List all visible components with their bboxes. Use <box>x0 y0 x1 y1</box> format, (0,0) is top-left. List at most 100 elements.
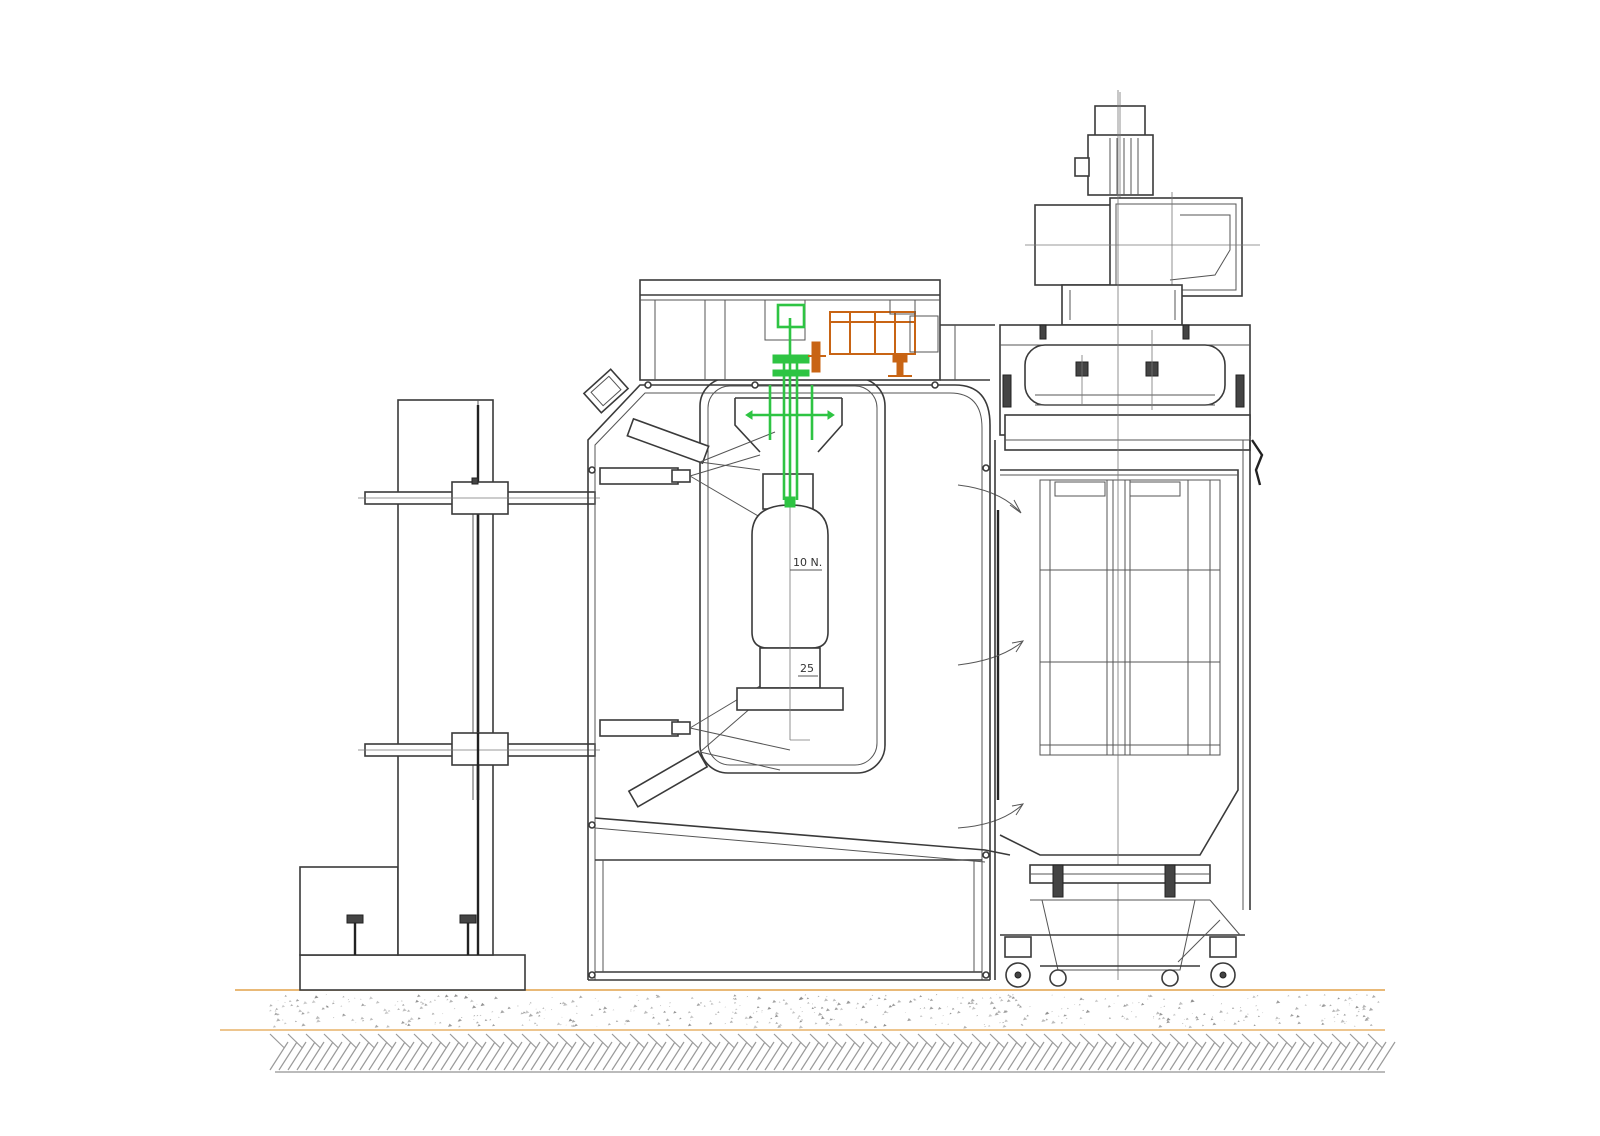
gravel-grain <box>387 1009 391 1012</box>
gravel-grain <box>394 1004 396 1006</box>
gravel-grain <box>992 1006 997 1010</box>
gravel-grain <box>756 1006 760 1009</box>
gravel-grain <box>1212 1022 1217 1026</box>
gravel-grain <box>1297 1021 1302 1025</box>
gravel-grain <box>1178 1001 1184 1005</box>
hatch-line <box>1313 1041 1342 1071</box>
hatch-line <box>1007 1041 1036 1071</box>
gravel-grain <box>700 1001 703 1004</box>
hatch-line <box>1115 1041 1144 1071</box>
gravel-grain <box>1146 998 1149 1000</box>
spray-gun-icon <box>626 417 776 471</box>
gravel-grain <box>1163 1005 1166 1007</box>
gravel-grain <box>637 1000 640 1002</box>
extraction-fan <box>1025 92 1260 326</box>
gravel-grain <box>996 994 998 996</box>
gravel-grain <box>846 1000 851 1004</box>
gravel-grain <box>1022 1017 1028 1021</box>
gravel-grain <box>1029 1006 1031 1008</box>
hatch-line <box>413 1033 429 1049</box>
gravel-grain <box>1177 1006 1181 1009</box>
hatch-line <box>575 1041 604 1071</box>
gravel-grain <box>444 994 449 998</box>
hatch-line <box>611 1033 627 1049</box>
gravel-grain <box>963 1025 968 1029</box>
gravel-grain <box>976 1014 979 1017</box>
gravel-grain <box>669 1002 672 1004</box>
hatch-line <box>1277 1041 1306 1071</box>
hatch-line <box>593 1033 609 1049</box>
gravel-grain <box>424 1003 428 1006</box>
gravel-grain <box>468 994 470 995</box>
gravel-grain <box>929 1016 933 1019</box>
gravel-grain <box>333 1000 335 1002</box>
caster-wheel-icon <box>1004 936 1032 988</box>
gravel-grain <box>913 998 916 1000</box>
gravel-grain <box>994 1012 999 1016</box>
hatch-line <box>647 1033 663 1049</box>
gravel-grain <box>663 1010 667 1013</box>
gravel-grain <box>1163 998 1166 1000</box>
gravel-grain <box>1362 1014 1366 1018</box>
gravel-grain <box>1212 994 1214 996</box>
gravel-grain <box>748 1015 753 1019</box>
gravel-grain <box>1058 1015 1060 1017</box>
hatch-line <box>269 1033 285 1049</box>
gravel-grain <box>835 1001 838 1003</box>
gravel-grain <box>1011 996 1016 999</box>
gravel-grain <box>729 1020 734 1024</box>
gravel-grain <box>1113 1003 1115 1004</box>
gravel-grain <box>989 996 993 999</box>
gravel-grain <box>717 1011 720 1013</box>
gravel-grain <box>957 1010 961 1014</box>
gravel-grain <box>284 994 288 997</box>
hatch-line <box>935 1041 964 1071</box>
gravel-grain <box>981 997 984 999</box>
gravel-grain <box>998 996 1002 999</box>
gravel-grain <box>1158 1017 1161 1020</box>
gravel-grain <box>603 1006 608 1010</box>
hatch-line <box>845 1033 861 1049</box>
gravel-grain <box>907 1018 912 1022</box>
canister-label: 10 N. <box>793 556 822 569</box>
gravel-grain <box>865 1002 868 1005</box>
gravel-grain <box>1141 1002 1145 1006</box>
gravel-grain <box>710 1003 712 1004</box>
gravel-grain <box>1320 1019 1324 1022</box>
gravel-grain <box>597 1000 599 1002</box>
base-label: 25 <box>800 662 814 675</box>
gravel-grain <box>521 1013 523 1015</box>
gravel-grain <box>775 1021 779 1025</box>
gravel-grain <box>821 1015 824 1017</box>
gravel-grain <box>434 999 437 1001</box>
hatch-line <box>971 1041 1000 1071</box>
hatch-line <box>1295 1033 1311 1049</box>
gravel-grain <box>734 1011 738 1015</box>
gravel-grain <box>544 1009 546 1011</box>
gravel-grain <box>935 994 938 996</box>
gravel-grain <box>321 1007 325 1010</box>
gravel-grain <box>718 1001 721 1003</box>
gravel-grain <box>342 1013 345 1016</box>
hatch-line <box>845 1041 874 1071</box>
gravel-grain <box>1278 1021 1282 1024</box>
gravel-grain <box>476 1014 479 1017</box>
gravel-grain <box>405 1023 408 1025</box>
gravel-grain <box>369 996 374 1000</box>
gravel-grain <box>277 1000 279 1002</box>
gravel-grain <box>1333 1016 1336 1018</box>
gravel-grain <box>1003 1009 1008 1014</box>
gravel-grain <box>988 1025 991 1027</box>
filter-unit <box>994 90 1264 988</box>
gravel-grain <box>1108 1017 1112 1019</box>
gravel-grain <box>1107 1005 1111 1008</box>
hatch-line <box>755 1033 771 1049</box>
gravel-grain <box>873 1025 878 1029</box>
gravel-grain <box>473 1019 475 1021</box>
gravel-grain <box>761 1010 763 1012</box>
gravel-grain <box>807 1002 810 1004</box>
hatch-line <box>1295 1041 1324 1071</box>
hatch-line <box>1259 1033 1275 1049</box>
gravel-grain <box>774 1011 779 1015</box>
gravel-grain <box>1275 1016 1280 1020</box>
